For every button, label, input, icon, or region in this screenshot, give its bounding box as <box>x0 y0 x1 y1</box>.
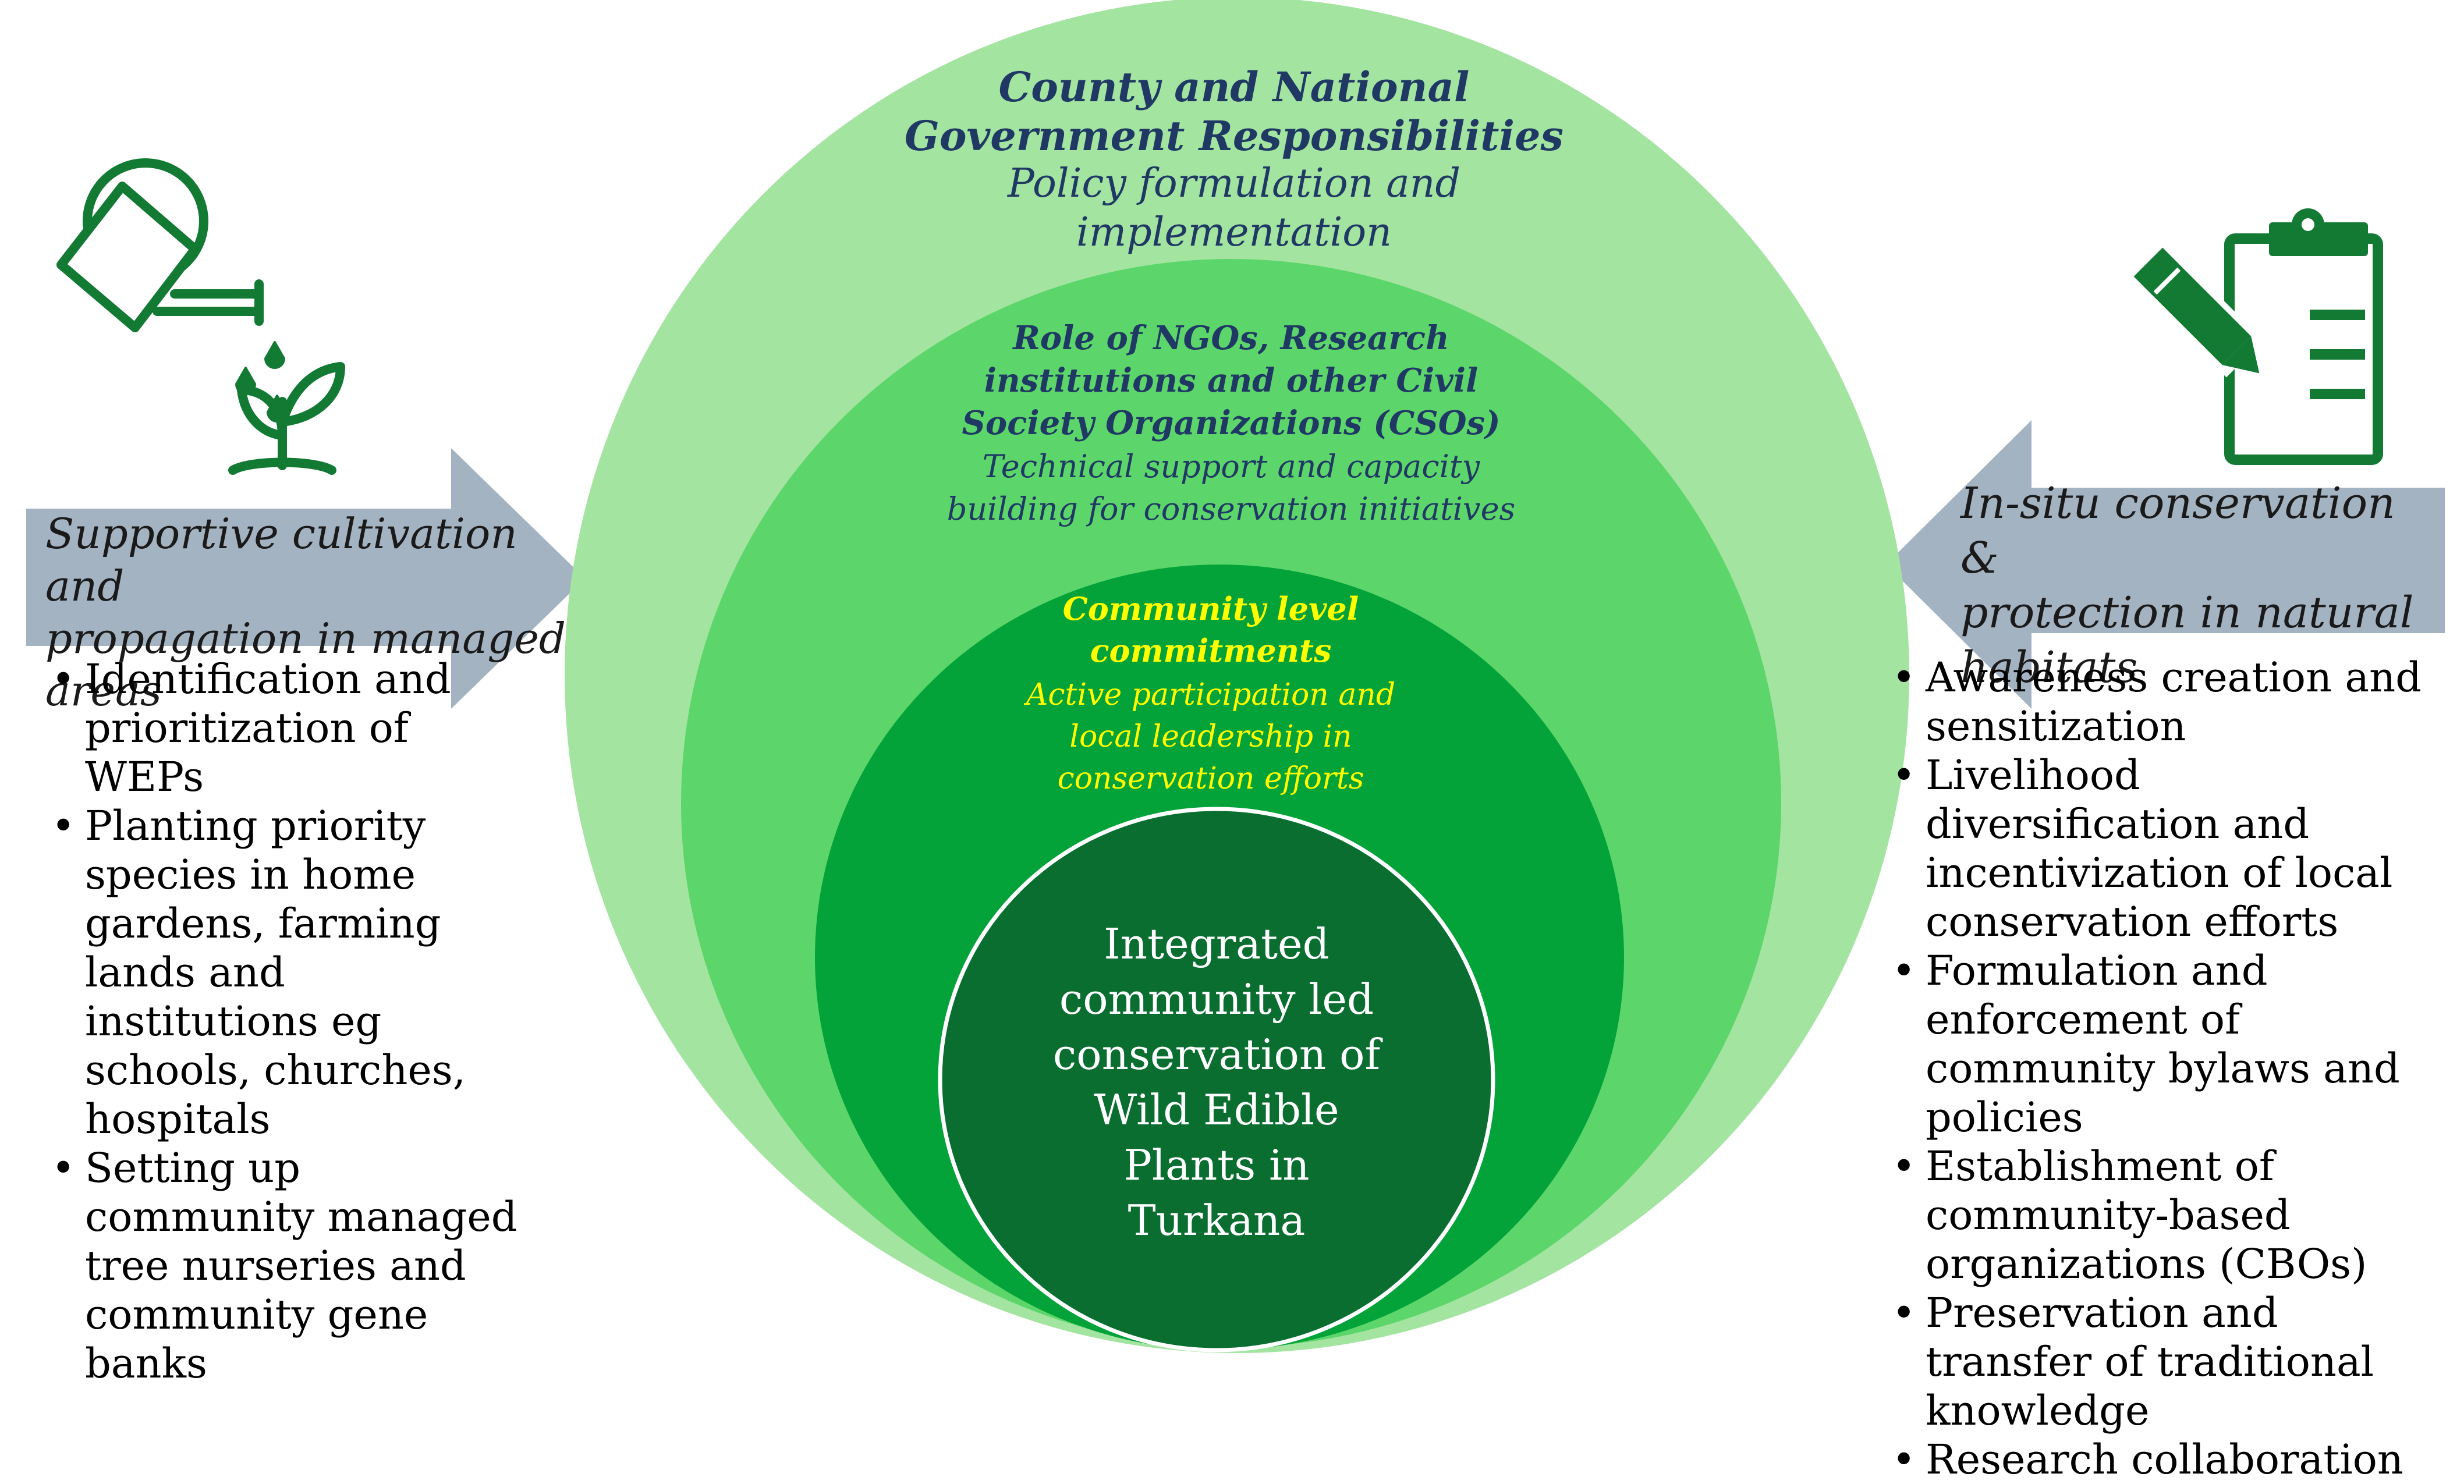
list-item: Research collaboration <box>1886 1435 2445 1484</box>
core-line3: conservation of <box>1052 1030 1381 1079</box>
right-arrow-label-line2: protection in natural <box>1960 588 2414 638</box>
middle-ring-title-line2: institutions and other Civil <box>984 361 1479 400</box>
diagram-canvas <box>26 0 2445 1353</box>
right-bullet-list: Awareness creation and sensitization Liv… <box>1886 653 2445 1484</box>
core-line6: Turkana <box>1128 1196 1306 1245</box>
list-item: Livelihood diversification and incentivi… <box>1886 751 2445 946</box>
outer-ring-subtitle-line1: Policy formulation and <box>1007 161 1460 207</box>
outer-ring-title-line2: Government Responsibilities <box>905 112 1564 160</box>
core-line5: Plants in <box>1123 1141 1310 1190</box>
outer-ring-title: County and National Government Responsib… <box>861 63 1607 161</box>
list-item: Awareness creation and sensitization <box>1886 653 2445 751</box>
outer-ring-title-line1: County and National <box>998 63 1470 111</box>
middle-ring-title: Role of NGOs, Research institutions and … <box>896 317 1566 445</box>
watering-can-plant-icon <box>56 158 345 475</box>
list-item: Establishment of community-based organiz… <box>1886 1142 2445 1288</box>
middle-ring-title-line1: Role of NGOs, Research <box>1013 319 1449 357</box>
core-circle <box>938 807 1495 1352</box>
inner-ring-subtitle-line2: local leadership in <box>1069 719 1352 754</box>
inner-ring-subtitle: Active participation and local leadershi… <box>990 674 1432 800</box>
left-arrow-label-line1: Supportive cultivation and <box>45 509 517 610</box>
left-bullet-list: Identification and prioritization of WEP… <box>45 655 523 1388</box>
list-item: Identification and prioritization of WEP… <box>45 655 523 801</box>
inner-ring-title-line1: Community level <box>1062 590 1359 627</box>
list-item: Setting up community managed tree nurser… <box>45 1144 523 1388</box>
list-item: Preservation and transfer of traditional… <box>1886 1288 2445 1435</box>
middle-ring-title-line3: Society Organizations (CSOs) <box>962 404 1501 442</box>
core-line1: Integrated <box>1104 919 1330 968</box>
core-line4: Wild Edible <box>1094 1085 1339 1134</box>
clipboard-pencil-icon <box>2123 208 2383 465</box>
list-item: Planting priority species in home garden… <box>45 801 523 1144</box>
list-item: Formulation and enforcement of community… <box>1886 946 2445 1142</box>
outer-ring-subtitle: Policy formulation and implementation <box>861 159 1607 257</box>
core-label: Integrated community led conservation of… <box>1019 917 1414 1248</box>
outer-ring-subtitle-line2: implementation <box>1076 210 1392 255</box>
right-arrow <box>1886 420 2445 709</box>
right-arrow-label-line1: In-situ conservation & <box>1960 478 2395 583</box>
inner-ring-title: Community level commitments <box>990 588 1432 672</box>
middle-ring-subtitle-line2: building for conservation initiatives <box>946 491 1516 527</box>
inner-ring-title-line2: commitments <box>1090 632 1332 669</box>
inner-ring-subtitle-line3: conservation efforts <box>1057 761 1364 796</box>
inner-ring-subtitle-line1: Active participation and <box>1026 677 1396 712</box>
core-line2: community led <box>1059 975 1374 1024</box>
left-arrow <box>26 448 585 709</box>
middle-ring-subtitle: Technical support and capacity building … <box>896 445 1566 530</box>
middle-ring-subtitle-line1: Technical support and capacity <box>982 448 1480 485</box>
